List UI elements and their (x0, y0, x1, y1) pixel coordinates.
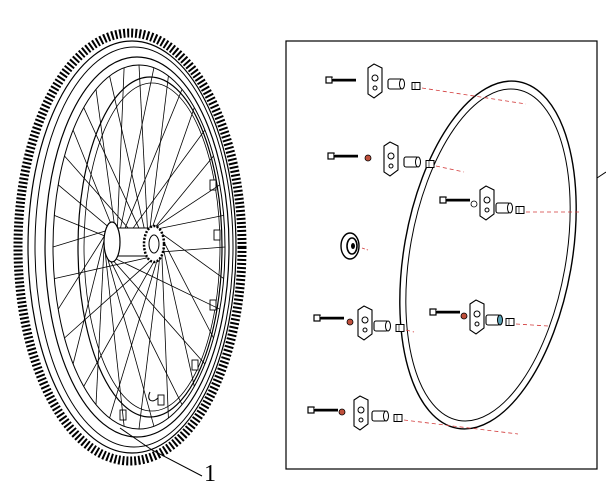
spoke (114, 257, 220, 310)
rear-wheel-assembly (13, 28, 247, 466)
spoke (154, 155, 214, 228)
tire-sidewall (34, 46, 234, 448)
spoke (72, 129, 113, 228)
tire-outer (13, 28, 247, 466)
bolt-assembly-6 (306, 395, 519, 435)
callout-leader-1 (119, 427, 203, 477)
spoke (161, 236, 214, 339)
exploded-view-frame (285, 40, 598, 470)
spoke (111, 258, 206, 365)
spoke (57, 184, 110, 229)
spoke (109, 256, 159, 419)
spoke (83, 258, 156, 387)
rim-outer (44, 56, 230, 438)
spoke (95, 89, 116, 229)
spoke (157, 215, 224, 230)
spoke (119, 129, 206, 247)
spoke (116, 67, 125, 232)
spokes (52, 64, 226, 430)
spoke (108, 257, 183, 405)
spoke (149, 75, 169, 230)
spoke (95, 245, 105, 405)
bolt-assembly-5 (428, 299, 549, 335)
frame-leader (596, 171, 606, 179)
spoke (109, 75, 147, 238)
hub (103, 221, 166, 264)
spoke (138, 252, 161, 430)
spoke (72, 239, 105, 365)
spoke (161, 248, 169, 419)
hub-bearing (340, 232, 369, 260)
spoke (119, 89, 183, 241)
valve-detail (148, 391, 159, 402)
exploded-push-rim (399, 80, 577, 430)
spoke (104, 250, 125, 427)
spoke (118, 67, 155, 236)
callout-number-1: 1 (204, 461, 216, 487)
tire-tread-inner (27, 40, 237, 454)
bolt-assembly-2 (326, 141, 465, 177)
spoke (57, 234, 106, 310)
spoke (152, 107, 195, 228)
spoke (83, 107, 147, 244)
spoke (161, 242, 195, 387)
bolt-assembly-3 (438, 185, 582, 221)
spoke (159, 232, 224, 279)
spoke (106, 254, 155, 427)
push-rim-standoffs (119, 179, 221, 421)
spoke (138, 64, 149, 234)
spoke (54, 256, 151, 279)
spoke (64, 258, 154, 339)
bolt-assembly-4 (312, 305, 415, 341)
bolt-assembly-1 (324, 63, 527, 105)
